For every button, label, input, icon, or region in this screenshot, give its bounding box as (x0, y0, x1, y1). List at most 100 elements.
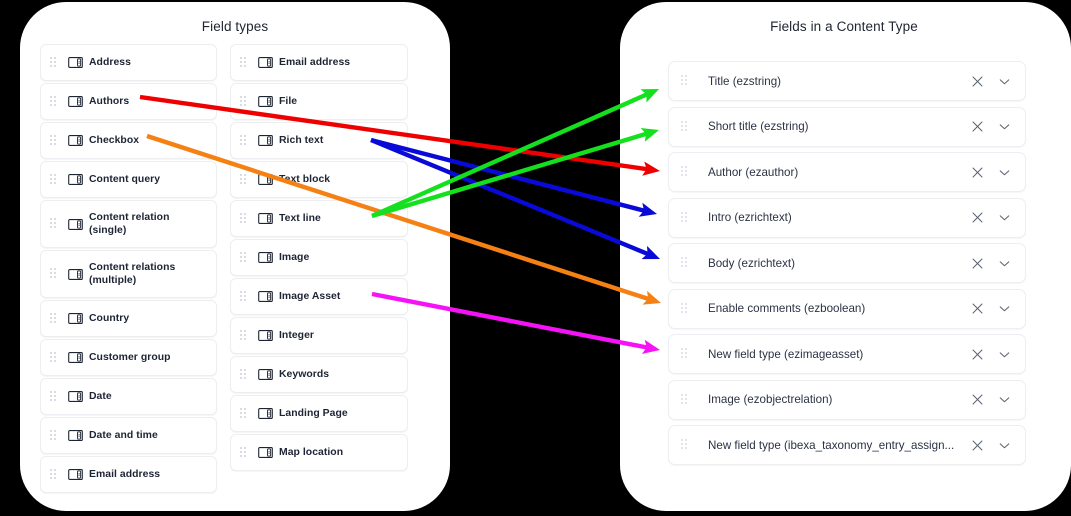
drag-handle-icon[interactable] (240, 173, 249, 186)
field-type-label: Image Asset (279, 291, 341, 302)
field-type-card[interactable]: Authors (40, 83, 217, 120)
drag-handle-icon[interactable] (50, 56, 59, 69)
content-type-field-row[interactable]: Short title (ezstring) (668, 106, 1026, 147)
field-type-card[interactable]: Integer (230, 317, 408, 354)
field-row-actions (971, 302, 1011, 315)
drag-handle-icon[interactable] (50, 173, 59, 186)
close-icon[interactable] (971, 75, 984, 88)
field-type-icon (258, 57, 273, 68)
field-row-actions (971, 75, 1011, 88)
field-type-card[interactable]: Content relation (single) (40, 200, 217, 248)
content-type-field-row[interactable]: Image (ezobjectrelation) (668, 379, 1026, 420)
drag-handle-icon[interactable] (681, 257, 690, 269)
field-type-card[interactable]: Text line (230, 200, 408, 237)
field-type-label: Content relations (multiple) (89, 262, 176, 286)
field-type-icon (68, 430, 83, 441)
drag-handle-icon[interactable] (240, 212, 249, 225)
field-type-icon (68, 218, 83, 230)
field-type-card[interactable]: Date (40, 378, 217, 415)
field-type-card[interactable]: Image Asset (230, 278, 408, 315)
content-type-field-row[interactable]: New field type (ibexa_taxonomy_entry_ass… (668, 425, 1026, 465)
drag-handle-icon[interactable] (681, 120, 690, 133)
drag-handle-icon[interactable] (240, 368, 249, 381)
drag-handle-icon[interactable] (50, 390, 59, 403)
chevron-down-icon[interactable] (998, 302, 1011, 315)
field-type-icon (68, 352, 83, 363)
field-type-label: Country (89, 313, 130, 324)
field-type-card[interactable]: Address (40, 44, 217, 81)
close-icon[interactable] (971, 302, 984, 315)
content-type-field-row[interactable]: Body (ezrichtext) (668, 243, 1026, 283)
field-type-card[interactable]: Customer group (40, 339, 217, 376)
drag-handle-icon[interactable] (240, 407, 249, 420)
drag-handle-icon[interactable] (240, 251, 249, 264)
content-type-field-label: New field type (ibexa_taxonomy_entry_ass… (708, 438, 955, 452)
chevron-down-icon[interactable] (998, 439, 1011, 452)
drag-handle-icon[interactable] (50, 134, 59, 147)
chevron-down-icon[interactable] (998, 211, 1011, 224)
drag-handle-icon[interactable] (681, 348, 690, 360)
drag-handle-icon[interactable] (50, 95, 59, 108)
close-icon[interactable] (971, 393, 984, 406)
content-type-field-label: New field type (ezimageasset) (708, 347, 864, 361)
content-type-field-row[interactable]: New field type (ezimageasset) (668, 334, 1026, 374)
field-type-card[interactable]: Landing Page (230, 395, 408, 432)
field-type-card[interactable]: Image (230, 239, 408, 276)
field-types-title: Field types (201, 19, 269, 34)
field-type-card[interactable]: Email address (230, 44, 408, 81)
drag-handle-icon[interactable] (50, 268, 59, 280)
drag-handle-icon[interactable] (50, 351, 59, 364)
close-icon[interactable] (971, 439, 984, 452)
field-type-card[interactable]: Email address (40, 456, 217, 493)
drag-handle-icon[interactable] (50, 218, 59, 230)
drag-handle-icon[interactable] (681, 393, 690, 406)
field-type-card[interactable]: Content query (40, 161, 217, 198)
field-type-card[interactable]: Rich text (230, 122, 408, 159)
field-type-label: File (279, 96, 298, 107)
content-type-field-row[interactable]: Title (ezstring) (668, 61, 1026, 101)
field-type-card[interactable]: Country (40, 300, 217, 337)
drag-handle-icon[interactable] (681, 302, 690, 315)
drag-handle-icon[interactable] (681, 166, 690, 178)
field-type-card[interactable]: Content relations (multiple) (40, 250, 217, 298)
field-type-card[interactable]: Map location (230, 434, 408, 471)
drag-handle-icon[interactable] (240, 290, 249, 303)
field-type-label: Checkbox (89, 135, 140, 146)
drag-handle-icon[interactable] (681, 439, 690, 451)
close-icon[interactable] (971, 257, 984, 270)
content-type-field-row[interactable]: Intro (ezrichtext) (668, 197, 1026, 238)
content-type-field-row[interactable]: Author (ezauthor) (668, 152, 1026, 192)
drag-handle-icon[interactable] (240, 56, 249, 69)
field-type-label: Landing Page (279, 408, 348, 419)
drag-handle-icon[interactable] (681, 211, 690, 224)
field-type-card[interactable]: Checkbox (40, 122, 217, 159)
drag-handle-icon[interactable] (240, 446, 249, 459)
drag-handle-icon[interactable] (240, 329, 249, 342)
drag-handle-icon[interactable] (50, 429, 59, 442)
field-row-actions (971, 439, 1011, 452)
drag-handle-icon[interactable] (681, 75, 690, 87)
chevron-down-icon[interactable] (998, 120, 1011, 133)
drag-handle-icon[interactable] (50, 312, 59, 325)
chevron-down-icon[interactable] (998, 257, 1011, 270)
chevron-down-icon[interactable] (998, 166, 1011, 179)
field-type-card[interactable]: Date and time (40, 417, 217, 454)
drag-handle-icon[interactable] (50, 468, 59, 481)
drag-handle-icon[interactable] (240, 134, 249, 147)
content-type-field-row[interactable]: Enable comments (ezboolean) (668, 288, 1026, 329)
field-type-label: Email address (279, 57, 351, 68)
chevron-down-icon[interactable] (998, 393, 1011, 406)
close-icon[interactable] (971, 166, 984, 179)
chevron-down-icon[interactable] (998, 348, 1011, 361)
field-type-card[interactable]: Text block (230, 161, 408, 198)
drag-handle-icon[interactable] (240, 95, 249, 108)
chevron-down-icon[interactable] (998, 75, 1011, 88)
close-icon[interactable] (971, 348, 984, 361)
field-type-card[interactable]: File (230, 83, 408, 120)
field-type-label: Email address (89, 469, 161, 480)
field-row-actions (971, 348, 1011, 361)
close-icon[interactable] (971, 120, 984, 133)
field-type-card[interactable]: Keywords (230, 356, 408, 393)
close-icon[interactable] (971, 211, 984, 224)
